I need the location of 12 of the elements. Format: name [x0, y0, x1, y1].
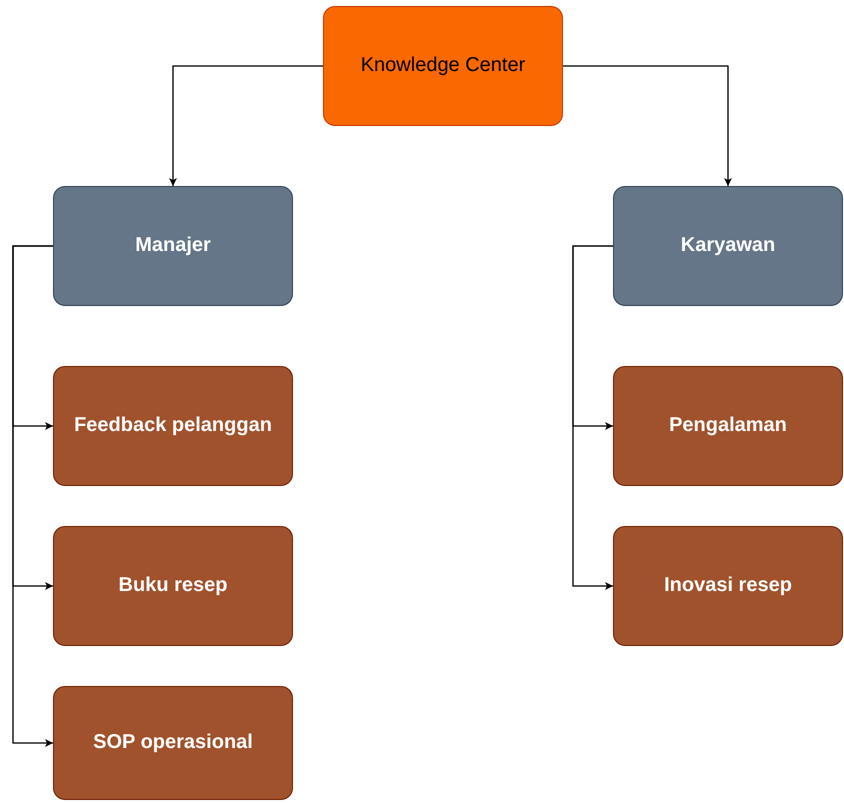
process-box: Knowledge Center: [323, 6, 563, 126]
arrow: [169, 65, 323, 186]
arrow: [563, 65, 732, 186]
process-box: Manajer: [53, 186, 293, 306]
process-box: Pengalaman: [613, 366, 843, 486]
process-box: Feedback pelanggan: [53, 366, 293, 486]
process-box: SOP operasional: [53, 686, 293, 800]
process-box: Karyawan: [613, 186, 843, 306]
arrow: [572, 245, 613, 590]
process-box: Inovasi resep: [613, 526, 843, 646]
process-box: Buku resep: [53, 526, 293, 646]
arrow: [12, 245, 53, 747]
